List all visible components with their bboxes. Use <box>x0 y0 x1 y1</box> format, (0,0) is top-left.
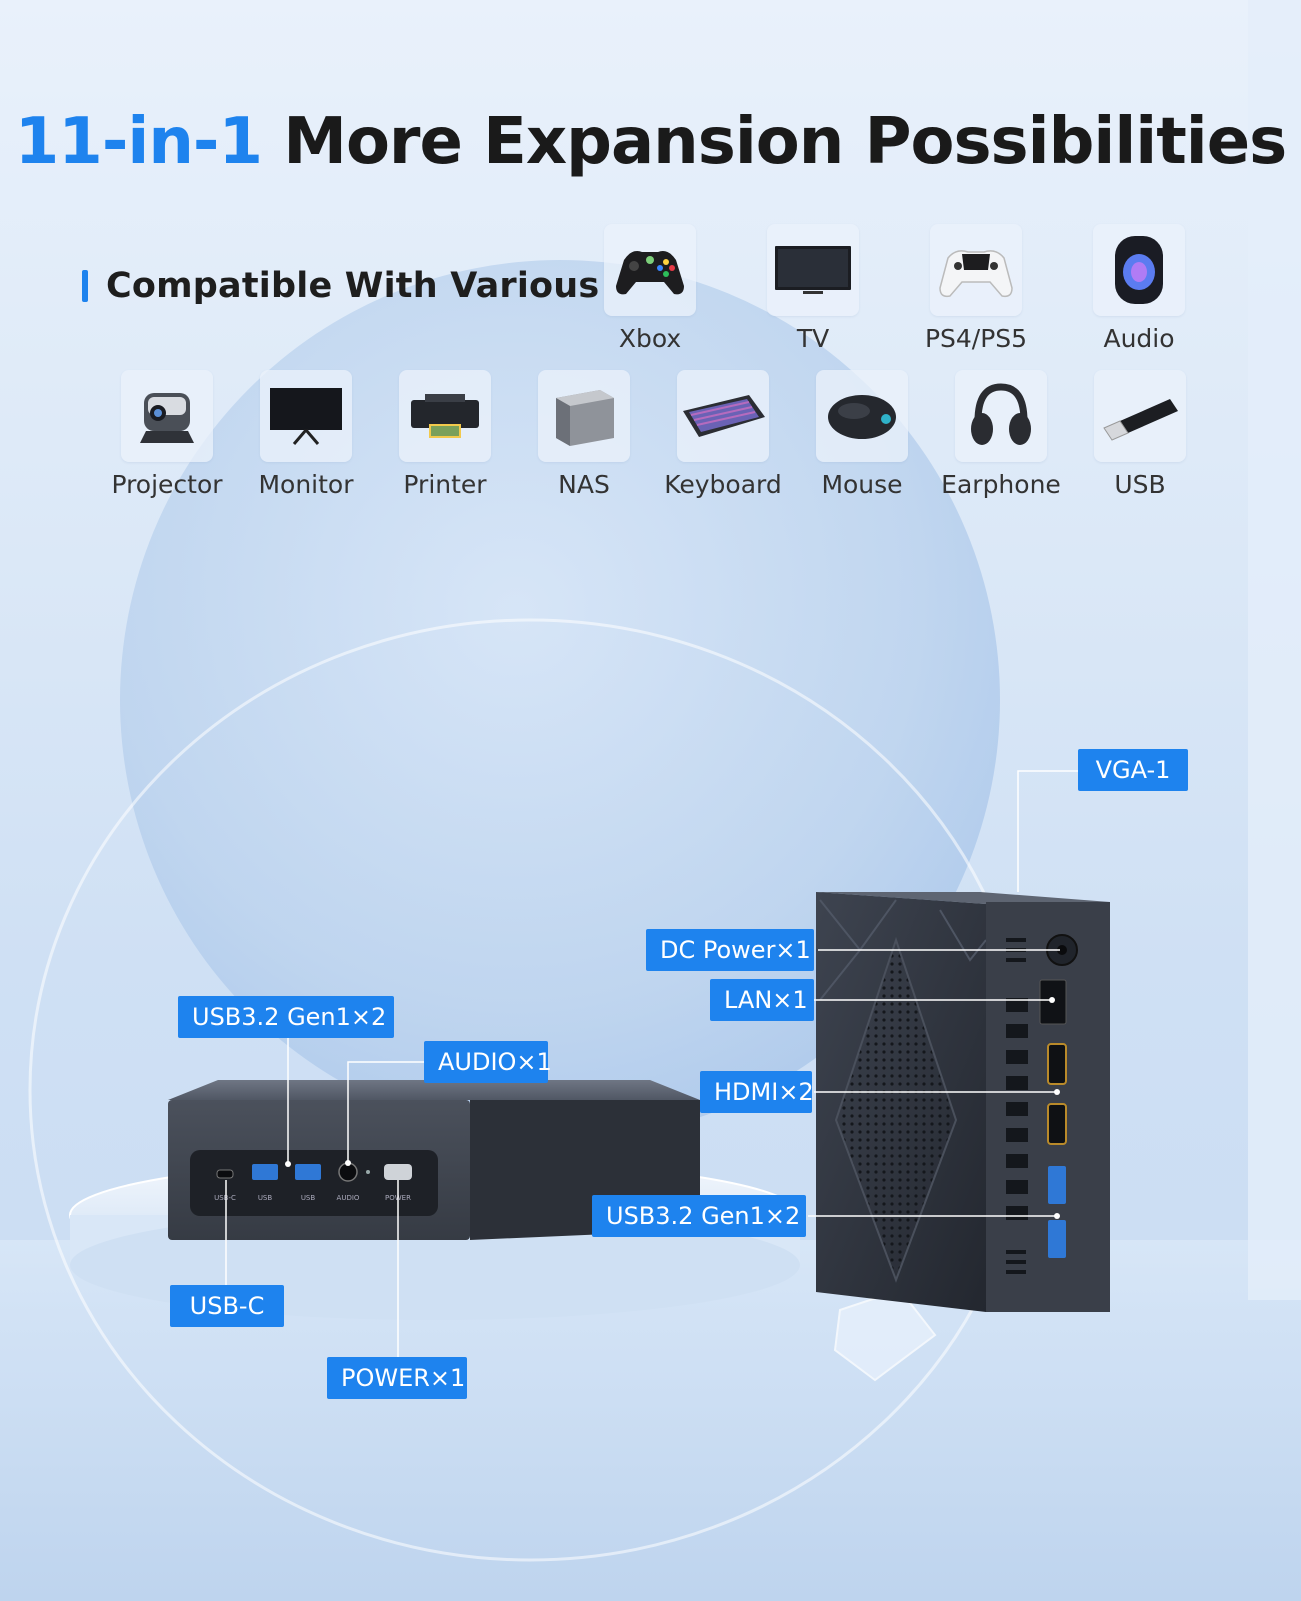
usb-port-1 <box>252 1164 278 1180</box>
indicator-led <box>366 1170 370 1174</box>
tower-vent-diamond <box>834 936 958 1283</box>
tv-icon <box>775 246 851 294</box>
callout-dots <box>285 997 1060 1219</box>
nas-icon <box>556 390 614 446</box>
device-label: Printer <box>403 470 487 499</box>
device-tile <box>1093 224 1185 316</box>
dot <box>1054 1089 1060 1095</box>
device-audio: Audio <box>1074 224 1204 353</box>
device-tv: TV <box>748 224 878 353</box>
hdmi-port-1 <box>1047 1043 1067 1085</box>
device-tile <box>955 370 1047 462</box>
device-projector: Projector <box>102 370 232 499</box>
device-label: USB <box>1114 470 1166 499</box>
device-label: Keyboard <box>664 470 782 499</box>
projector-icon <box>140 393 194 443</box>
speaker-icon <box>1115 236 1163 304</box>
device-mouse: Mouse <box>797 370 927 499</box>
device-tile <box>816 370 908 462</box>
device-label: NAS <box>558 470 610 499</box>
device-tile <box>677 370 769 462</box>
device-monitor: Monitor <box>241 370 371 499</box>
ps-controller-icon <box>939 250 1013 298</box>
usb-port-2 <box>295 1164 321 1180</box>
power-button <box>384 1164 412 1180</box>
callout-usb-left: USB3.2 Gen1×2 <box>178 996 394 1038</box>
printer-icon <box>411 394 479 438</box>
keyboard-icon <box>683 395 765 437</box>
dot <box>1054 1213 1060 1219</box>
mouse-icon <box>828 395 896 439</box>
title-accent: 11-in-1 <box>14 104 263 179</box>
device-tile <box>930 224 1022 316</box>
right-column <box>1248 0 1301 1300</box>
device-label: PS4/PS5 <box>924 324 1028 353</box>
device-ps: PS4/PS5 <box>911 224 1041 353</box>
port-label-usb1: USB <box>258 1194 273 1202</box>
usbc-port <box>216 1169 234 1179</box>
callout-power: POWER×1 <box>327 1357 467 1399</box>
callout-dc-power: DC Power×1 <box>646 929 814 971</box>
device-label: Monitor <box>258 470 354 499</box>
hdmi-port-2 <box>1047 1103 1067 1145</box>
device-label: Xbox <box>618 324 682 353</box>
callout-vga: VGA-1 <box>1078 749 1188 791</box>
callout-lan: LAN×1 <box>710 979 814 1021</box>
line-vga <box>1017 770 1080 892</box>
title-rest: More Expansion Possibilities <box>283 104 1287 179</box>
gamepad-icon <box>616 251 684 295</box>
device-label: Projector <box>111 470 223 499</box>
port-label-usbc: USB-C <box>214 1194 236 1202</box>
device-keyboard: Keyboard <box>658 370 788 499</box>
device-usb: USB <box>1075 370 1205 499</box>
device-tile <box>538 370 630 462</box>
device-nas: NAS <box>519 370 649 499</box>
decor-sphere <box>120 260 1000 1140</box>
headphones-icon <box>971 383 1031 445</box>
device-earphone: Earphone <box>936 370 1066 499</box>
monitor-icon <box>270 388 342 445</box>
device-tile <box>604 224 696 316</box>
page-title: 11-in-1 More Expansion Possibilities <box>0 105 1301 179</box>
device-label: Audio <box>1103 324 1175 353</box>
heading-accent-bar <box>82 270 88 302</box>
device-label: Earphone <box>941 470 1061 499</box>
dot <box>345 1160 351 1166</box>
device-label: Mouse <box>821 470 903 499</box>
callout-usb-right: USB3.2 Gen1×2 <box>592 1195 806 1237</box>
dot <box>1049 997 1055 1003</box>
device-printer: Printer <box>380 370 510 499</box>
device-tile <box>767 224 859 316</box>
port-label-audio: AUDIO <box>337 1194 360 1202</box>
line-audio <box>347 1061 425 1163</box>
dot <box>285 1161 291 1167</box>
compatible-heading: Compatible With Various <box>82 266 599 306</box>
device-tile <box>399 370 491 462</box>
callout-audio: AUDIO×1 <box>424 1041 552 1083</box>
compatible-heading-text: Compatible With Various <box>106 266 600 306</box>
callout-usbc: USB-C <box>170 1285 284 1327</box>
device-tile <box>260 370 352 462</box>
device-tile <box>1094 370 1186 462</box>
device-tile <box>121 370 213 462</box>
usb-port-4 <box>1048 1220 1066 1258</box>
callout-lines <box>225 770 1080 1357</box>
port-label-usb2: USB <box>301 1194 316 1202</box>
device-xbox: Xbox <box>585 224 715 353</box>
device-label: TV <box>796 324 830 353</box>
callout-hdmi: HDMI×2 <box>700 1071 814 1113</box>
tower-top <box>816 892 1110 904</box>
port-panel <box>190 1150 438 1216</box>
mini-pc-upright <box>816 892 1110 1312</box>
pc-top <box>168 1080 700 1100</box>
dc-power-pin <box>1057 945 1067 955</box>
usb-stick-icon <box>1103 399 1178 441</box>
usb-port-3 <box>1048 1166 1066 1204</box>
